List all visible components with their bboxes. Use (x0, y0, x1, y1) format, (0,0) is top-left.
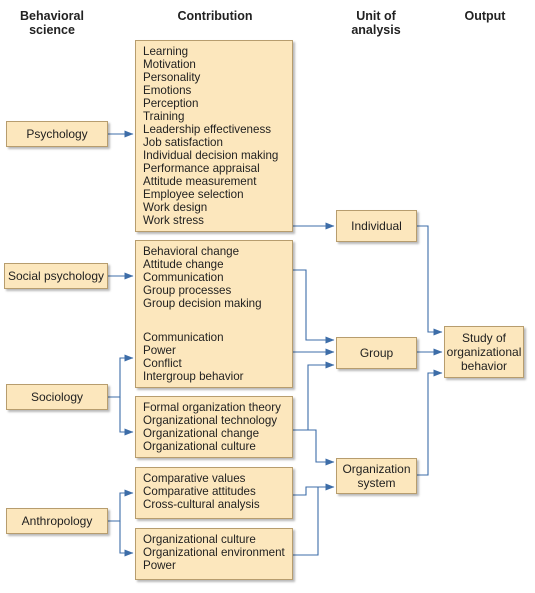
output-study-of-organizational-behavior: Study of organizational behavior (444, 326, 524, 378)
header-unit-of-analysis: Unit of analysis (351, 9, 401, 37)
contribution-anthropology-list-a: Comparative values Comparative attitudes… (135, 467, 293, 519)
arrow-socpsych-to-group (293, 269, 335, 344)
unit-individual: Individual (336, 210, 417, 242)
contribution-item: Personality (143, 71, 201, 84)
arrow-individual-to-output (417, 225, 443, 336)
arrow-sociology-to-contribution-a (108, 354, 134, 398)
contribution-item: Communication (143, 331, 224, 344)
contribution-item: Motivation (143, 58, 196, 71)
arrow-orgtheory-to-organization (293, 429, 335, 466)
contribution-item: Group processes (143, 284, 232, 297)
contribution-item: Group decision making (143, 297, 262, 310)
arrow-anthro-b-to-organization (293, 487, 319, 556)
contribution-item: Organizational culture (143, 533, 256, 546)
unit-organization-system: Organization system (336, 458, 417, 494)
contribution-psychology-list: Learning Motivation Personality Emotions… (135, 40, 293, 232)
contribution-item: Formal organization theory (143, 401, 281, 414)
arrow-sociology-to-contribution-b (119, 397, 134, 436)
contribution-item: Power (143, 559, 176, 572)
contribution-item: Performance appraisal (143, 162, 260, 175)
contribution-social-psychology-list: Behavioral change Attitude change Commun… (143, 241, 262, 310)
contribution-item: Emotions (143, 84, 192, 97)
contribution-item: Communication (143, 271, 224, 284)
contribution-item: Job satisfaction (143, 136, 223, 149)
arrow-orgtheory-to-group (293, 361, 335, 431)
science-social-psychology: Social psychology (4, 263, 108, 289)
header-contribution: Contribution (177, 9, 253, 23)
contribution-sociology-list: Communication Power Conflict Intergroup … (143, 327, 244, 383)
arrow-anthropology-to-contribution-a (108, 489, 134, 522)
contribution-item: Behavioral change (143, 245, 240, 258)
unit-group: Group (336, 337, 417, 369)
contribution-item: Work design (143, 201, 208, 214)
contribution-item: Attitude change (143, 258, 224, 271)
contribution-item: Attitude measurement (143, 175, 257, 188)
arrow-anthropology-to-contribution-b (119, 521, 134, 557)
contribution-item: Organizational environment (143, 546, 285, 559)
contribution-item: Individual decision making (143, 149, 279, 162)
science-sociology: Sociology (6, 384, 108, 410)
contribution-item: Power (143, 344, 176, 357)
contribution-item: Training (143, 110, 185, 123)
science-psychology: Psychology (6, 121, 108, 147)
contribution-item: Cross-cultural analysis (143, 498, 260, 511)
contribution-item: Perception (143, 97, 199, 110)
contribution-item: Leadership effectiveness (143, 123, 272, 136)
contribution-item: Comparative attitudes (143, 485, 256, 498)
arrow-organization-to-output (417, 369, 443, 476)
contribution-item: Conflict (143, 357, 182, 370)
contribution-item: Organizational change (143, 427, 260, 440)
contribution-item: Intergroup behavior (143, 370, 244, 383)
contribution-anthropology-list-b: Organizational culture Organizational en… (135, 528, 293, 580)
contribution-item: Organizational technology (143, 414, 278, 427)
contribution-item: Work stress (143, 214, 204, 227)
header-behavioral-science: Behavioral science (20, 9, 84, 37)
contribution-item: Organizational culture (143, 440, 256, 453)
contribution-organization-list: Formal organization theory Organizationa… (135, 396, 293, 458)
contribution-item: Comparative values (143, 472, 246, 485)
science-anthropology: Anthropology (6, 508, 108, 534)
contribution-social-sociology-box: Behavioral change Attitude change Commun… (135, 240, 293, 388)
contribution-item: Employee selection (143, 188, 244, 201)
contribution-item: Learning (143, 45, 189, 58)
header-output: Output (464, 9, 506, 23)
arrow-anthro-a-to-organization (293, 483, 335, 496)
